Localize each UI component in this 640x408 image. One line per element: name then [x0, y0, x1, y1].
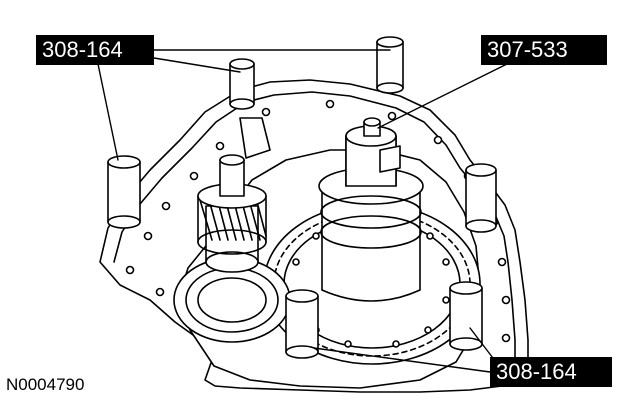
pin-3 — [107, 155, 141, 229]
pin-6 — [449, 281, 483, 351]
alignment-pins — [107, 36, 497, 359]
pin-5 — [285, 289, 319, 359]
differential-installer-tool — [318, 117, 424, 302]
input-shaft-gear — [173, 154, 291, 343]
pin-2 — [376, 36, 404, 94]
tool-label-308-164-top: 308-164 — [36, 35, 154, 65]
pin-4 — [465, 163, 497, 233]
tool-label-308-164-bottom: 308-164 — [490, 357, 612, 387]
pin-1 — [229, 58, 255, 110]
figure-id: N0004790 — [6, 375, 85, 394]
tool-label-307-533: 307-533 — [481, 35, 607, 65]
leader-lines — [97, 49, 508, 373]
